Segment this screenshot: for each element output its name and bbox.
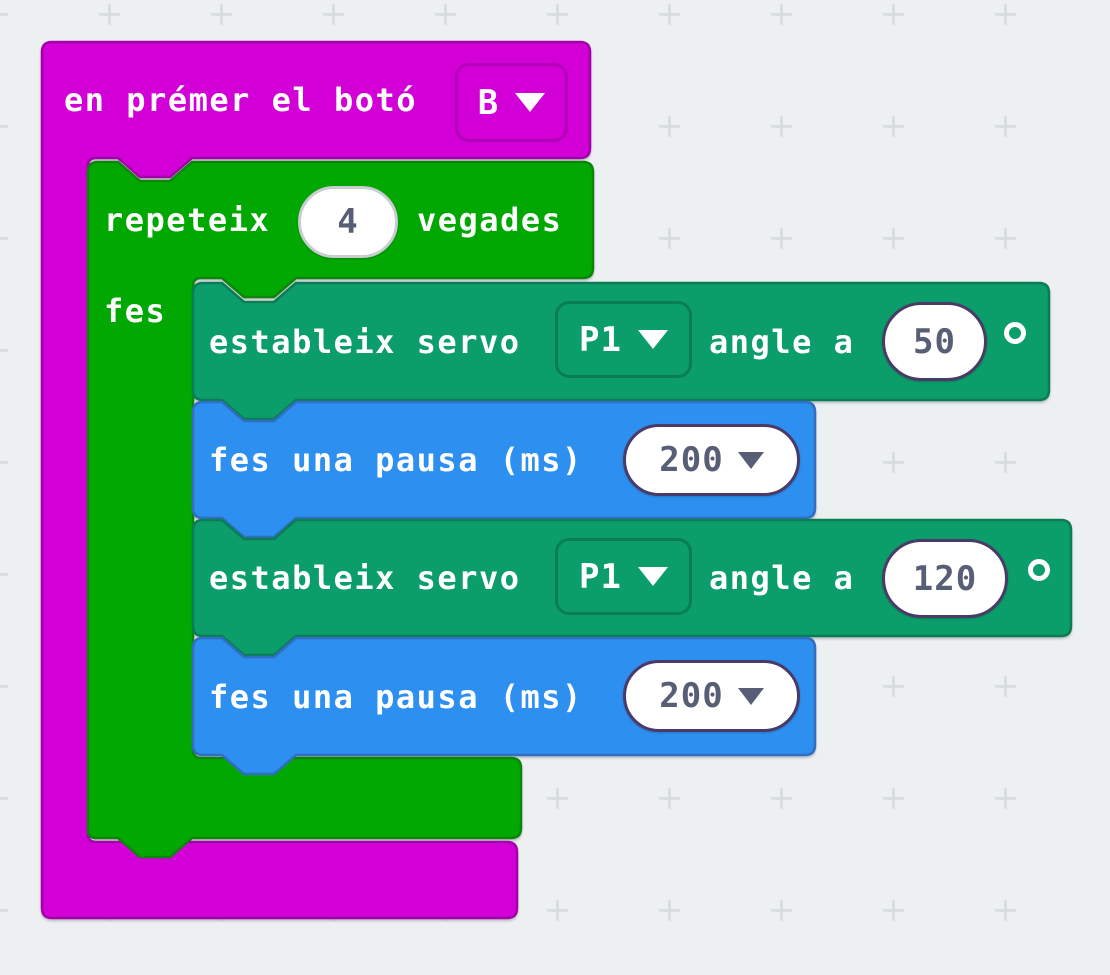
grid-cross [0,4,8,25]
button-dropdown[interactable]: B [455,63,568,142]
pause-1-duration-dropdown[interactable]: 200 [623,424,800,496]
grid-cross [995,452,1016,473]
repeat-count-input[interactable]: 4 [298,186,398,258]
grid-cross [883,900,904,921]
pause-1-duration-value: 200 [659,440,724,480]
servo-block-2-shape[interactable] [191,518,1073,657]
grid-cross [883,788,904,809]
grid-cross [659,900,680,921]
grid-cross [659,228,680,249]
degree-symbol [1028,559,1050,581]
grid-cross [995,116,1016,137]
grid-cross [883,4,904,25]
dropdown-arrow-icon [737,451,764,469]
servo-1-angle-input[interactable]: 50 [882,302,987,381]
grid-cross [211,4,232,25]
repeat-block-shape[interactable] [86,160,595,859]
servo-2-angle-input[interactable]: 120 [882,539,1008,618]
grid-cross [0,788,8,809]
grid-cross [883,452,904,473]
servo-2-label: estableix servo [209,559,521,597]
event-block-shape[interactable] [40,40,592,920]
grid-cross [995,676,1016,697]
grid-cross [771,116,792,137]
servo-1-angle-value: 50 [913,321,956,362]
button-dropdown-value: B [477,82,500,123]
servo-2-pin-dropdown[interactable]: P1 [555,538,692,615]
grid-cross [0,116,8,137]
servo-1-pin-value: P1 [579,319,622,360]
grid-cross [995,900,1016,921]
servo-2-angle-label: angle a [709,559,855,597]
grid-cross [771,4,792,25]
grid-cross [659,788,680,809]
grid-cross [995,4,1016,25]
repeat-label-before: repeteix [104,201,271,239]
repeat-label-after: vegades [417,201,563,239]
grid-cross [0,340,8,361]
grid-cross [659,4,680,25]
pause-2-duration-value: 200 [659,676,724,716]
dropdown-arrow-icon [637,567,668,586]
servo-2-angle-value: 120 [912,558,978,599]
grid-cross [883,116,904,137]
pause-1-label: fes una pausa (ms) [209,441,583,479]
grid-cross [99,4,120,25]
servo-1-label: estableix servo [209,322,521,361]
grid-cross [0,900,8,921]
event-label: en prémer el botó [64,81,418,119]
grid-cross [547,788,568,809]
degree-symbol [1004,322,1026,344]
grid-cross [547,900,568,921]
grid-cross [0,676,8,697]
dropdown-arrow-icon [637,330,668,349]
repeat-count-value: 4 [337,202,359,242]
grid-cross [323,4,344,25]
dropdown-arrow-icon [737,687,764,705]
repeat-do-label: fes [104,292,167,330]
grid-cross [883,676,904,697]
pause-2-duration-dropdown[interactable]: 200 [623,660,800,732]
grid-cross [995,788,1016,809]
servo-1-pin-dropdown[interactable]: P1 [555,301,692,378]
grid-cross [547,4,568,25]
grid-cross [995,228,1016,249]
pause-2-label: fes una pausa (ms) [209,677,583,716]
grid-cross [435,4,456,25]
servo-1-angle-label: angle a [709,322,855,361]
grid-cross [0,564,8,585]
servo-2-pin-value: P1 [579,556,622,597]
grid-cross [0,228,8,249]
grid-cross [0,452,8,473]
grid-cross [771,900,792,921]
dropdown-arrow-icon [515,93,546,112]
grid-cross [883,228,904,249]
grid-cross [659,116,680,137]
servo-block-1-shape[interactable] [191,281,1051,421]
grid-cross [771,788,792,809]
grid-cross [771,228,792,249]
